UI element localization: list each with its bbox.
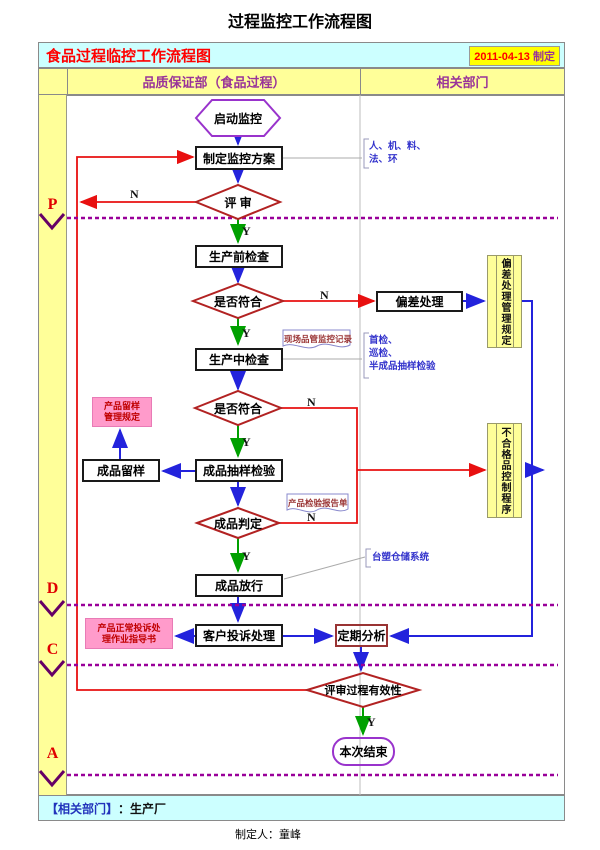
related-dept-bar: 【相关部门】 ：生产厂: [38, 795, 565, 821]
doc-nonconforming-rule: 不合格品控制程序: [487, 423, 522, 518]
node-review: 评 审: [224, 195, 252, 210]
pdca-chevron-icons: [38, 213, 66, 788]
label-yes-5: Y: [367, 715, 376, 729]
annotation-factors-line2: 法、环: [369, 154, 398, 165]
related-dept-value: ：生产厂: [118, 801, 167, 816]
label-yes-4: Y: [242, 549, 251, 563]
column-header-left: 品质保证部（食品过程）: [67, 68, 361, 95]
label-no-1: N: [130, 187, 139, 201]
node-judgement: 成品判定: [213, 516, 262, 531]
pdca-letter-d: D: [46, 580, 59, 597]
annotation-checks-line1: 首检、: [369, 335, 398, 346]
site-record-doc-shape: [282, 329, 351, 349]
annotation-factors-line1: 人、机、料、: [369, 141, 427, 152]
callout-test-report: 产品检验报告单: [288, 498, 348, 508]
start-hexagon-shape: [194, 99, 282, 137]
doc-deviation-rule: 偏差处理管理规定: [487, 255, 522, 348]
annotation-warehouse: 台塑仓储系统: [372, 552, 430, 563]
label-no-4: N: [307, 510, 316, 524]
feedback-lines: [76, 149, 487, 691]
pdca-band: [38, 95, 67, 795]
effectiveness-diamond-shape: [303, 671, 423, 709]
node-release: 成品放行: [195, 574, 283, 597]
node-in-check: 生产中检查: [195, 348, 283, 371]
node-sampling-test: 成品抽样检验: [195, 459, 283, 482]
flow-lines-blue: [112, 126, 545, 672]
note-retention-rule-line1: 产品留样: [103, 401, 140, 411]
pdca-dashed-lines: [67, 216, 558, 777]
note-complaint-guide: 产品正常投诉处 理作业指导书: [85, 618, 173, 649]
node-make-plan: 制定监控方案: [195, 146, 283, 170]
node-pre-check: 生产前检查: [195, 245, 283, 268]
date-suffix-text: 制定: [533, 51, 555, 63]
date-text: 2011-04-13: [474, 51, 530, 63]
node-periodic-analysis: 定期分析: [335, 624, 388, 647]
label-yes-2: Y: [242, 326, 251, 340]
label-yes-1: Y: [242, 224, 251, 238]
column-header-right: 相关部门: [360, 68, 565, 95]
note-complaint-guide-line2: 理作业指导书: [101, 633, 156, 644]
conform2-diamond-shape: [192, 389, 284, 427]
subtitle-text: 食品过程临控工作流程图: [46, 47, 212, 65]
annotation-checks: 首检、 巡检、 半成品抽样检验: [369, 334, 436, 373]
label-yes-3: Y: [242, 435, 251, 449]
annotation-factors: 人、机、料、 法、环: [369, 140, 426, 166]
annotation-checks-line3: 半成品抽样检验: [369, 361, 436, 372]
related-dept-label: 【相关部门】: [46, 801, 119, 816]
date-badge: 2011-04-13 制定: [469, 46, 560, 66]
annotation-checks-line2: 巡检、: [369, 348, 398, 359]
node-complaint: 客户投诉处理: [195, 624, 283, 647]
author-line: 制定人：童峰: [235, 829, 301, 841]
reference-connectors: [283, 157, 366, 580]
label-no-2: N: [320, 288, 329, 302]
pdca-letter-a: A: [46, 745, 59, 762]
review-diamond-shape: [193, 183, 283, 221]
subtitle-bar: 食品过程临控工作流程图 2011-04-13 制定: [38, 42, 565, 68]
callout-site-record: 现场品管监控记录: [284, 334, 353, 344]
note-retention-rule: 产品留样 管理规定: [92, 397, 152, 427]
conform1-diamond-shape: [190, 282, 286, 320]
note-complaint-guide-line1: 产品正常投诉处: [97, 622, 161, 633]
node-deviation: 偏差处理: [376, 291, 463, 312]
node-sample-keep: 成品留样: [82, 459, 160, 482]
pdca-letter-c: C: [46, 641, 59, 658]
node-start: 启动监控: [213, 111, 262, 126]
page-title: 过程监控工作流程图: [227, 14, 372, 31]
node-conform1: 是否符合: [213, 294, 262, 309]
annotation-bracket-icons: [363, 138, 371, 568]
pdca-letter-p: P: [47, 196, 58, 213]
note-retention-rule-line2: 管理规定: [103, 412, 140, 422]
node-effectiveness: 评审过程有效性: [324, 685, 402, 697]
label-no-3: N: [307, 395, 316, 409]
flow-lines-green: [230, 219, 371, 736]
judgement-diamond-shape: [194, 506, 282, 540]
test-report-doc-shape: [286, 493, 349, 513]
node-conform2: 是否符合: [213, 401, 262, 416]
node-end: 本次结束: [332, 737, 395, 766]
